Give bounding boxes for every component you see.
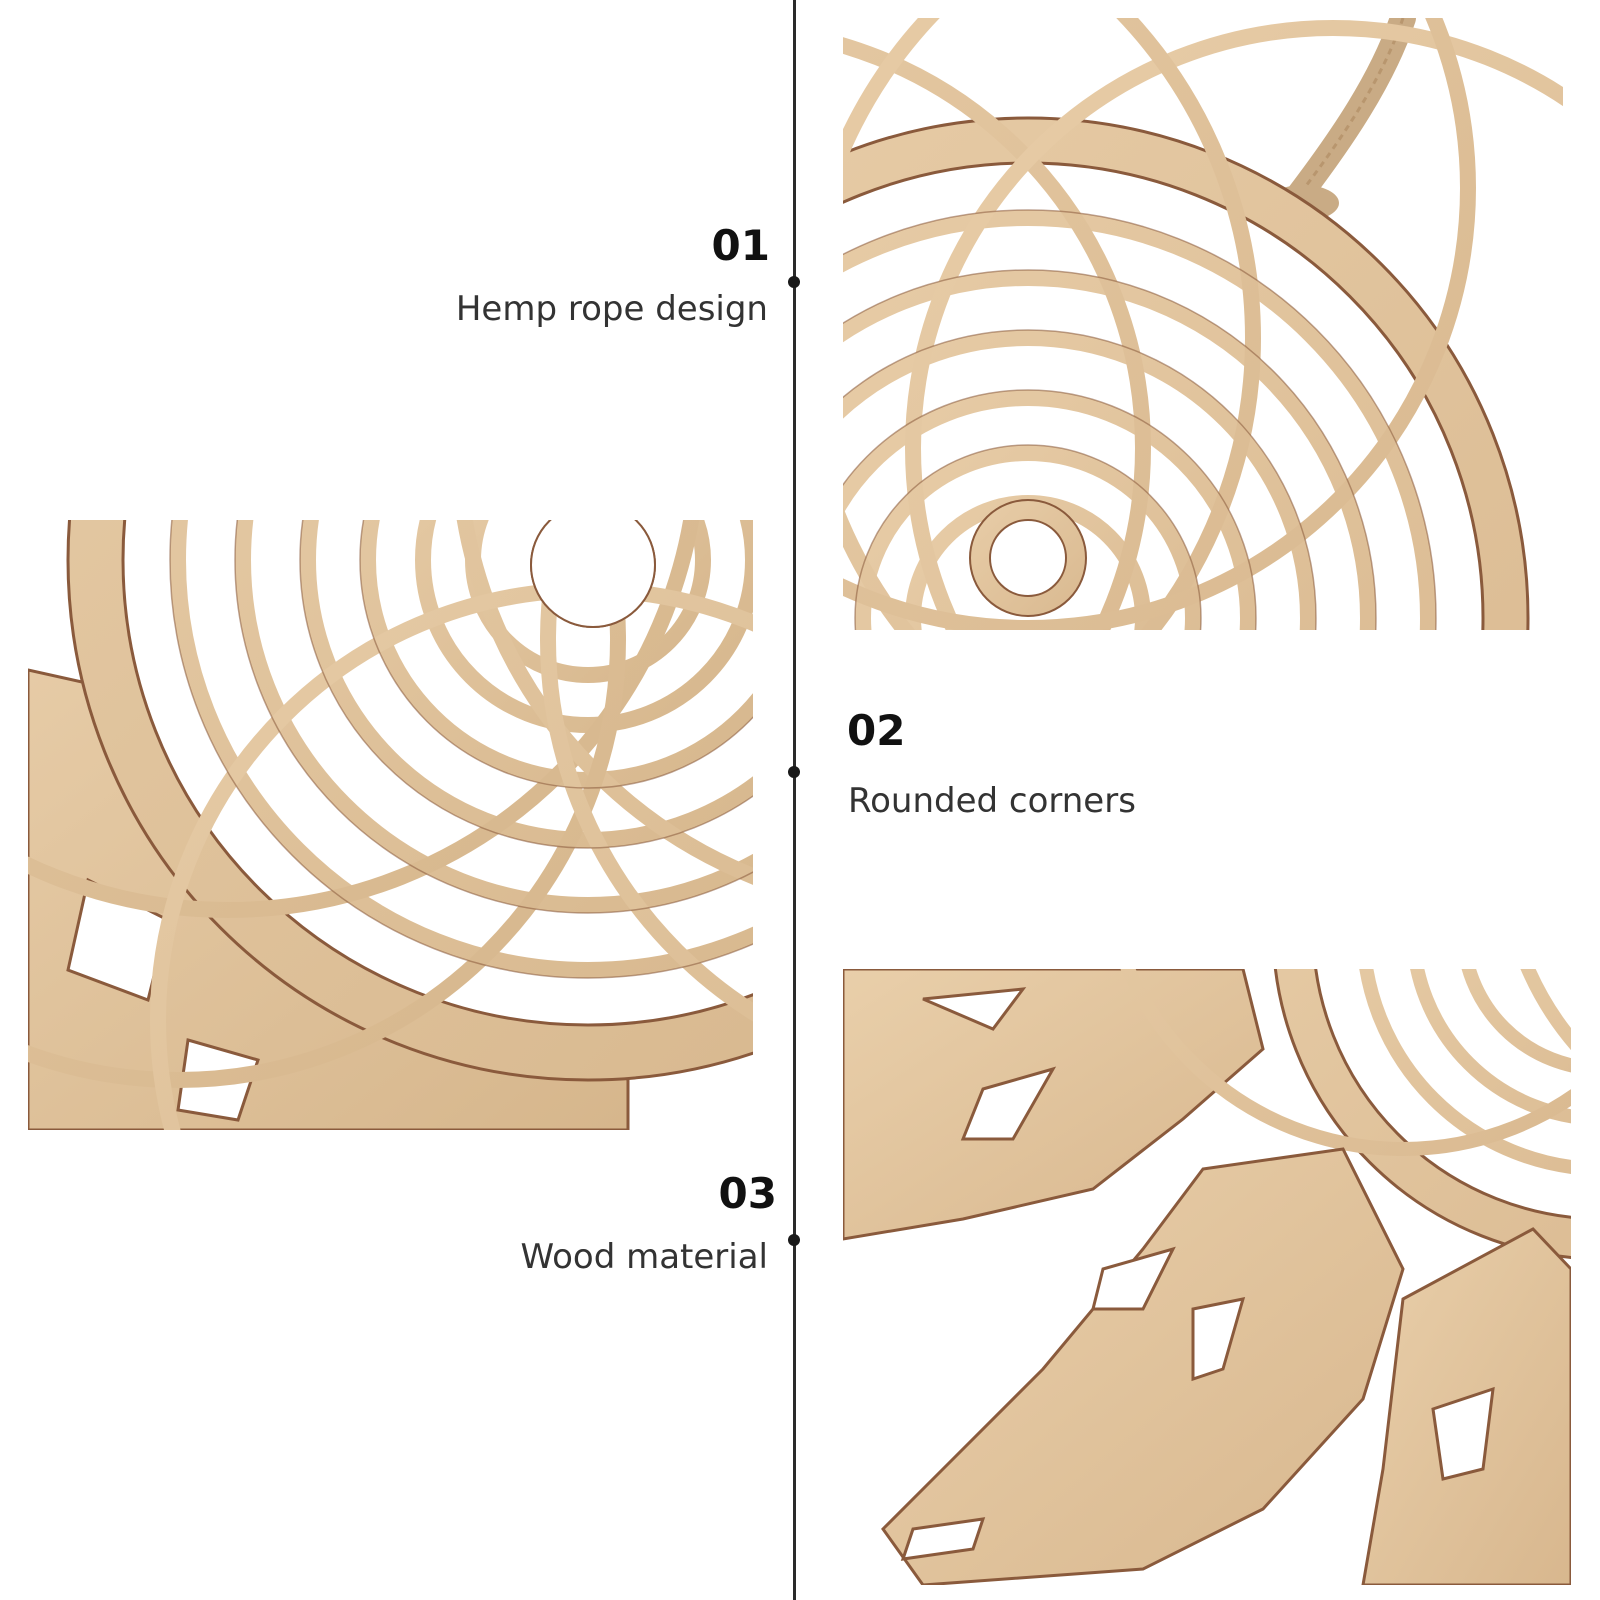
timeline-dot-03 — [788, 1234, 800, 1246]
timeline-line — [793, 0, 796, 1600]
feature-03-label: Wood material — [520, 1237, 768, 1277]
wood-material-closeup-photo — [843, 969, 1571, 1585]
rounded-corners-closeup-photo — [28, 520, 753, 1130]
feature-03-number: 03 — [718, 1169, 777, 1218]
wooden-feather-cutout-icon — [843, 969, 1571, 1585]
feature-01-number: 01 — [711, 221, 770, 270]
wooden-dreamcatcher-edge-icon — [28, 520, 753, 1130]
hemp-rope-closeup-photo — [843, 18, 1563, 630]
feature-02-label: Rounded corners — [848, 781, 1136, 821]
feature-01-label: Hemp rope design — [455, 289, 768, 329]
timeline-dot-02 — [788, 766, 800, 778]
timeline-dot-01 — [788, 276, 800, 288]
wooden-dreamcatcher-with-rope-icon — [843, 18, 1563, 630]
feature-02-number: 02 — [847, 706, 906, 755]
